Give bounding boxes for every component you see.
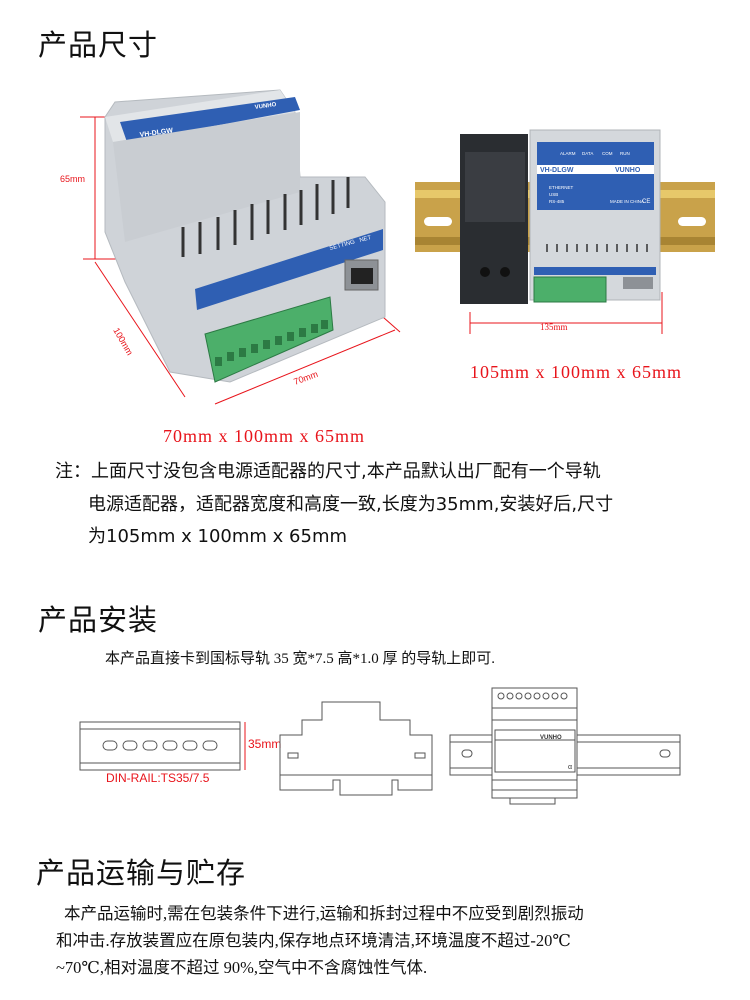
storage-line-3: ~70℃,相对温度不超过 90%,空气中不含腐蚀性气体. [56,958,428,977]
size-note-line-2: 电源适配器，适配器宽度和高度一致,长度为35mm,安装好后,尺寸 [88,494,614,515]
svg-text:COM: COM [602,151,613,156]
size-note-line-1: 注：上面尺寸没包含电源适配器的尺寸,本产品默认出厂配有一个导轨 [55,461,601,482]
product-photo-rail-mounted: ALARM DATA COM RUN ETHERNET USB RS-485 M… [410,112,720,337]
svg-text:RUN: RUN [620,151,630,156]
dim-depth-label: 100mm [111,326,135,357]
dim-width-label: 70mm [292,369,319,387]
svg-text:VUNHO: VUNHO [540,735,562,741]
svg-text:DATA: DATA [582,151,593,156]
side-profile-diagram [279,701,433,796]
svg-text:RS-485: RS-485 [549,199,565,204]
svg-text:VUNHO: VUNHO [254,102,277,111]
svg-text:ALARM: ALARM [560,151,576,156]
svg-text:MADE IN CHINA: MADE IN CHINA [610,199,644,204]
install-text: 本产品直接卡到国标导轨 35 宽*7.5 高*1.0 厚 的导轨上即可. [105,651,496,667]
svg-text:VH-DLGW: VH-DLGW [139,127,173,139]
section-title-install: 产品安装 [38,603,159,637]
svg-text:CE: CE [642,199,650,205]
svg-text:VH-DLGW: VH-DLGW [540,167,574,174]
section-title-storage: 产品运输与贮存 [36,856,247,890]
svg-text:35mm: 35mm [248,737,281,751]
install-diagrams: 35mm DIN-RAIL:TS35/7.5 VUNHO α [70,680,690,810]
rail-photo-caption: 105mm x 100mm x 65mm [470,362,683,382]
svg-text:USB: USB [549,192,558,197]
size-note-line-3: 为105mm x 100mm x 65mm [88,526,348,547]
storage-line-1: 本产品运输时,需在包装条件下进行,运输和拆封过程中不应受到剧烈振动 [64,904,584,923]
section-title-size: 产品尺寸 [38,28,159,62]
svg-text:NET: NET [359,235,372,244]
front-photo-caption: 70mm x 100mm x 65mm [163,426,366,446]
svg-text:DIN-RAIL:TS35/7.5: DIN-RAIL:TS35/7.5 [106,771,210,785]
rail-width-label: 135mm [540,322,568,332]
svg-text:VUNHO: VUNHO [615,167,641,174]
dim-height-label: 65mm [60,174,85,184]
front-mounted-diagram: VUNHO α [449,687,681,805]
din-rail-diagram: 35mm DIN-RAIL:TS35/7.5 [79,721,281,785]
svg-text:ETHERNET: ETHERNET [549,185,574,190]
storage-line-2: 和冲击.存放装置应在原包装内,保存地点环境清洁,环境温度不超过-20℃ [56,931,571,950]
product-photo-front: 65mm 100mm 70mm VH-DLGW VUNHO SETTING NE… [55,82,415,412]
svg-text:α: α [568,764,572,771]
